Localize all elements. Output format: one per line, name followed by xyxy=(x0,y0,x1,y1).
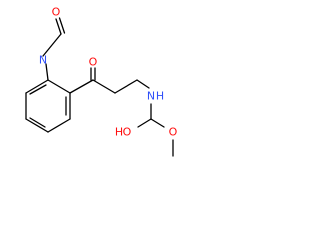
bond-chain-1 xyxy=(92,79,116,94)
bond-ring-inner-3 xyxy=(29,84,47,95)
bond-ring-3 xyxy=(47,118,71,133)
atom-label-formamide-nitrogen: N xyxy=(39,54,47,67)
atom-label-formyl-oxygen: O xyxy=(52,6,61,19)
atom-label-methoxy-oxygen: O xyxy=(169,126,178,139)
bond-chain-2 xyxy=(114,79,138,94)
bond-ring-6 xyxy=(25,79,49,94)
bond-chain-3 xyxy=(136,79,150,89)
bond-c-ome xyxy=(150,118,165,128)
bond-ring-4 xyxy=(25,118,49,133)
bond-ring-ketone xyxy=(69,79,94,94)
structure-svg: O N O N H O H O xyxy=(25,6,178,157)
bond-ring-1 xyxy=(47,79,71,94)
bond-c-oh xyxy=(137,118,152,128)
atom-label-carbamate-hydrogen: H xyxy=(156,90,164,103)
bond-formyl-co-1 xyxy=(55,18,62,35)
bond-ring-inner-2 xyxy=(29,117,46,128)
bond-formyl-c-n xyxy=(42,33,62,57)
atom-label-hydroxy-oxygen: O xyxy=(123,126,132,139)
atom-label-carbamate-nitrogen: N xyxy=(147,90,155,103)
bond-n-ring xyxy=(45,63,49,81)
atom-label-ketone-oxygen: O xyxy=(89,56,98,69)
molecule-diagram: O N O N H O H O xyxy=(0,0,208,178)
bond-formyl-co-2 xyxy=(58,17,66,34)
atom-label-hydroxy-hydrogen: H xyxy=(115,126,123,139)
